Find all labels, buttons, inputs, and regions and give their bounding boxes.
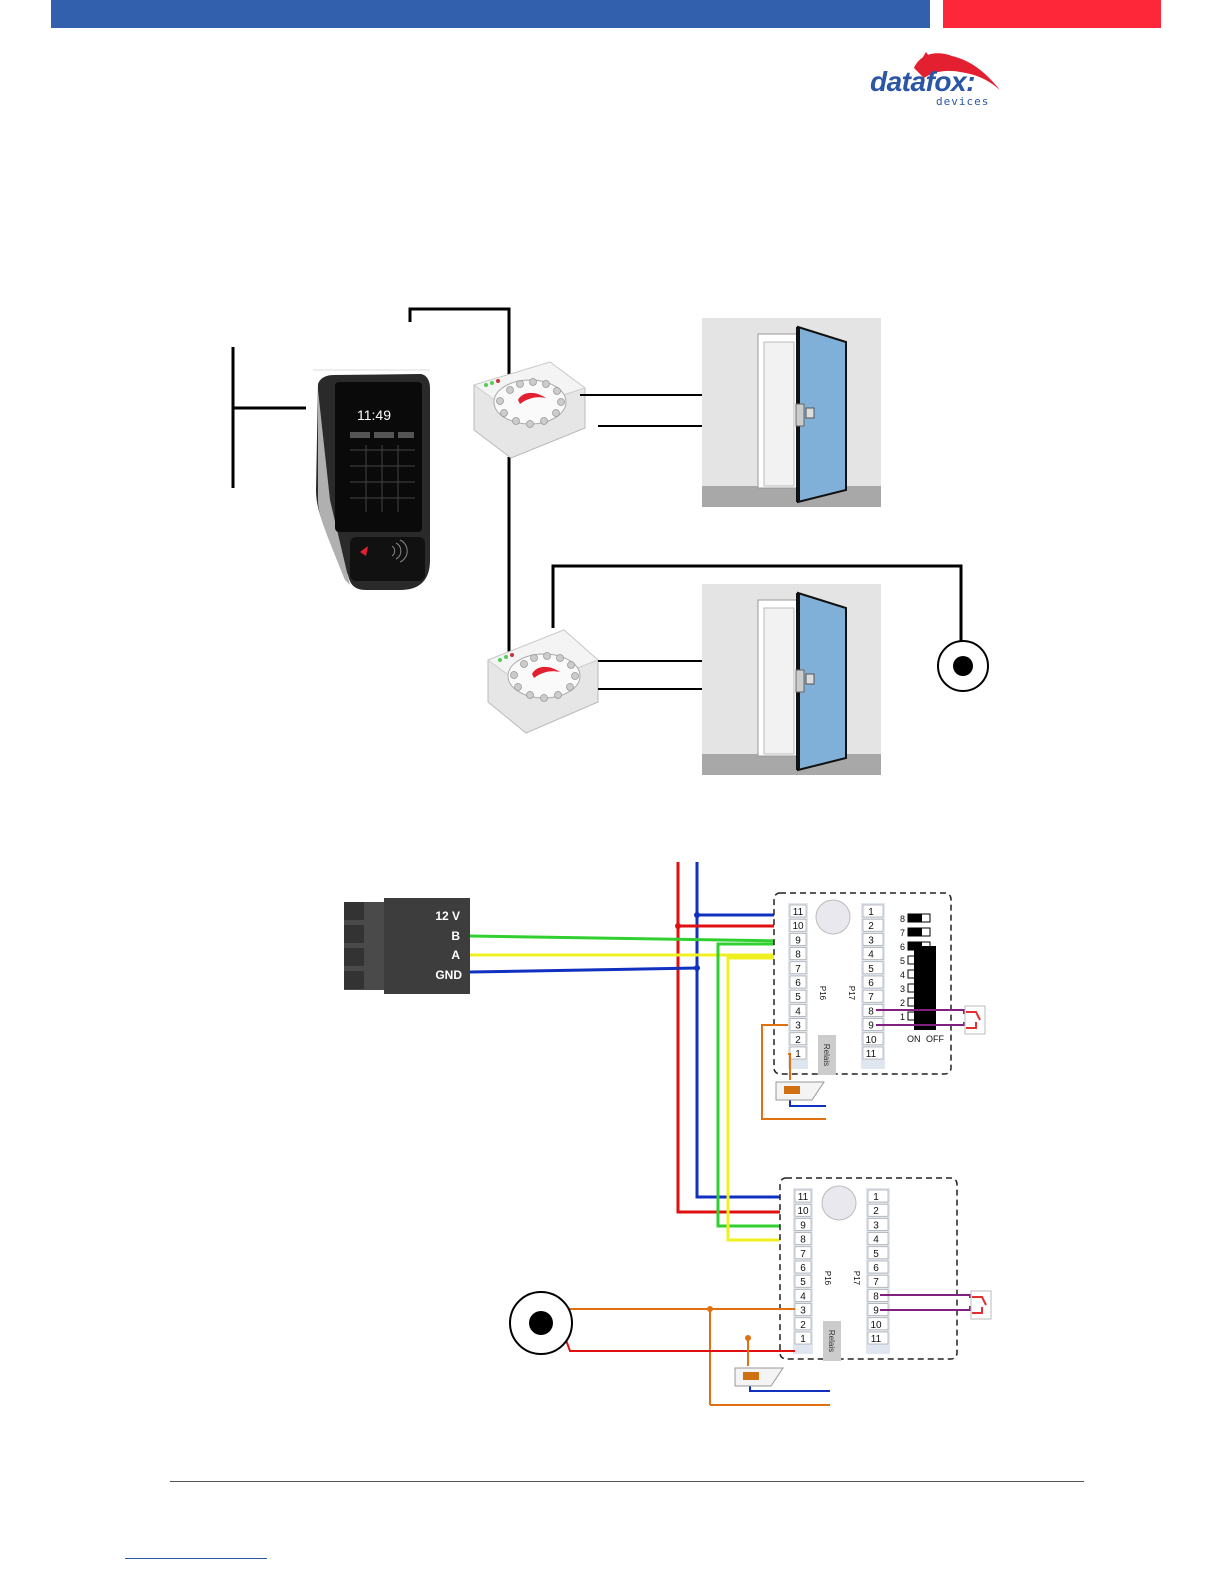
dip-toggle[interactable] xyxy=(908,928,922,936)
connector-block: 12 V B A GND xyxy=(344,898,470,994)
p16-label: P16 xyxy=(818,986,827,1001)
p17-pin-label: 6 xyxy=(868,978,874,989)
p17-label: P17 xyxy=(847,986,856,1001)
module-mount-hole xyxy=(822,1186,856,1220)
p17-pin-label: 7 xyxy=(873,1277,879,1288)
terminal-rfid-area xyxy=(350,537,425,581)
p17-pin-label: 8 xyxy=(873,1291,879,1302)
p16-pin-label: 4 xyxy=(795,1006,801,1017)
p17-pin-label: 5 xyxy=(873,1249,879,1260)
p17-pin-label: 1 xyxy=(873,1192,879,1203)
bus-trunk-wires xyxy=(470,862,798,1240)
p16-pin-label: 8 xyxy=(800,1235,806,1246)
door-sensor-bottom xyxy=(735,1368,783,1386)
p17-pin-label: 5 xyxy=(868,964,874,975)
module-board-1: 11109876543211234567891011P16P17Relais87… xyxy=(774,893,951,1075)
p16-pin-label: 2 xyxy=(795,1035,801,1046)
door-sensor-top xyxy=(776,1082,824,1100)
dip-body xyxy=(914,946,936,1030)
dip-on-label: ON xyxy=(907,1034,921,1044)
dip-number: 7 xyxy=(900,928,905,938)
p17-pin-label: 6 xyxy=(873,1263,879,1274)
door-top xyxy=(702,318,881,507)
p17-pin-label: 4 xyxy=(868,950,874,961)
module-mount-hole xyxy=(816,900,850,934)
p16-pin-label: 4 xyxy=(800,1291,806,1302)
p16-pin-label: 10 xyxy=(792,921,804,932)
connector-label-12v: 12 V xyxy=(435,909,460,923)
footer-divider xyxy=(170,1481,1084,1482)
lock-contact-top-icon xyxy=(965,1006,985,1034)
dip-number: 5 xyxy=(900,956,905,966)
access-module-top xyxy=(474,362,585,458)
p16-pin-label: 10 xyxy=(797,1206,809,1217)
door-bottom xyxy=(702,584,881,775)
p17-pin-label: 9 xyxy=(868,1021,874,1032)
p16-pin-label: 8 xyxy=(795,950,801,961)
p16-label: P16 xyxy=(823,1271,832,1286)
p16-pin-label: 3 xyxy=(800,1306,806,1317)
dip-off-label: OFF xyxy=(926,1034,944,1044)
dip-number: 3 xyxy=(900,984,905,994)
dip-number: 2 xyxy=(900,998,905,1008)
p17-pin-label: 2 xyxy=(868,921,874,932)
p16-pin-label: 9 xyxy=(795,935,801,946)
dip-number: 1 xyxy=(900,1012,905,1022)
p16-pin-label: 9 xyxy=(800,1220,806,1231)
p16-pin-label: 1 xyxy=(795,1049,801,1060)
p16-pin-label: 2 xyxy=(800,1320,806,1331)
p16-pin-label: 1 xyxy=(800,1334,806,1345)
p17-label: P17 xyxy=(852,1271,861,1286)
p17-pin-label: 1 xyxy=(868,907,874,918)
dip-toggle[interactable] xyxy=(908,914,922,922)
p16-pin-label: 6 xyxy=(800,1263,806,1274)
p17-pin-label: 10 xyxy=(870,1320,882,1331)
p16-pin-label: 3 xyxy=(795,1021,801,1032)
terminal-bus-lines xyxy=(233,347,306,488)
dip-number: 6 xyxy=(900,942,905,952)
exit-button-icon xyxy=(938,641,988,691)
terminal-screen xyxy=(335,382,422,532)
p16-pin-label: 5 xyxy=(800,1277,806,1288)
terminal-device: 11:49 xyxy=(313,370,430,590)
p17-pin-label: 3 xyxy=(873,1220,879,1231)
p16-pin-label: 7 xyxy=(800,1249,806,1260)
p16-pin-label: 7 xyxy=(795,964,801,975)
p17-pin-label: 11 xyxy=(866,1049,877,1060)
relay-label: Relais xyxy=(822,1044,831,1066)
p17-pin-label: 10 xyxy=(865,1035,877,1046)
dip-number: 8 xyxy=(900,914,905,924)
connector-label-b: B xyxy=(451,929,460,943)
dip-number: 4 xyxy=(900,970,905,980)
lock-contact-bottom-icon xyxy=(971,1291,991,1319)
relay-label: Relais xyxy=(827,1330,836,1352)
exit-button-wiring-icon xyxy=(510,1292,572,1354)
p17-pin-label: 7 xyxy=(868,992,874,1003)
p17-pin-label: 4 xyxy=(873,1235,879,1246)
p17-pin-label: 8 xyxy=(868,1006,874,1017)
p16-pin-label: 5 xyxy=(795,992,801,1003)
p17-pin-label: 2 xyxy=(873,1206,879,1217)
access-module-bottom xyxy=(488,630,598,733)
p16-pin-label: 6 xyxy=(795,978,801,989)
p17-pin-label: 9 xyxy=(873,1306,879,1317)
p17-pin-label: 11 xyxy=(871,1334,882,1345)
p16-pin-label: 11 xyxy=(798,1192,809,1203)
terminal-time: 11:49 xyxy=(357,407,391,423)
connector-label-a: A xyxy=(451,948,460,962)
p17-pin-label: 3 xyxy=(868,935,874,946)
p16-pin-label: 11 xyxy=(793,907,804,918)
connector-label-gnd: GND xyxy=(435,968,462,982)
footer-link-underline xyxy=(125,1558,267,1559)
